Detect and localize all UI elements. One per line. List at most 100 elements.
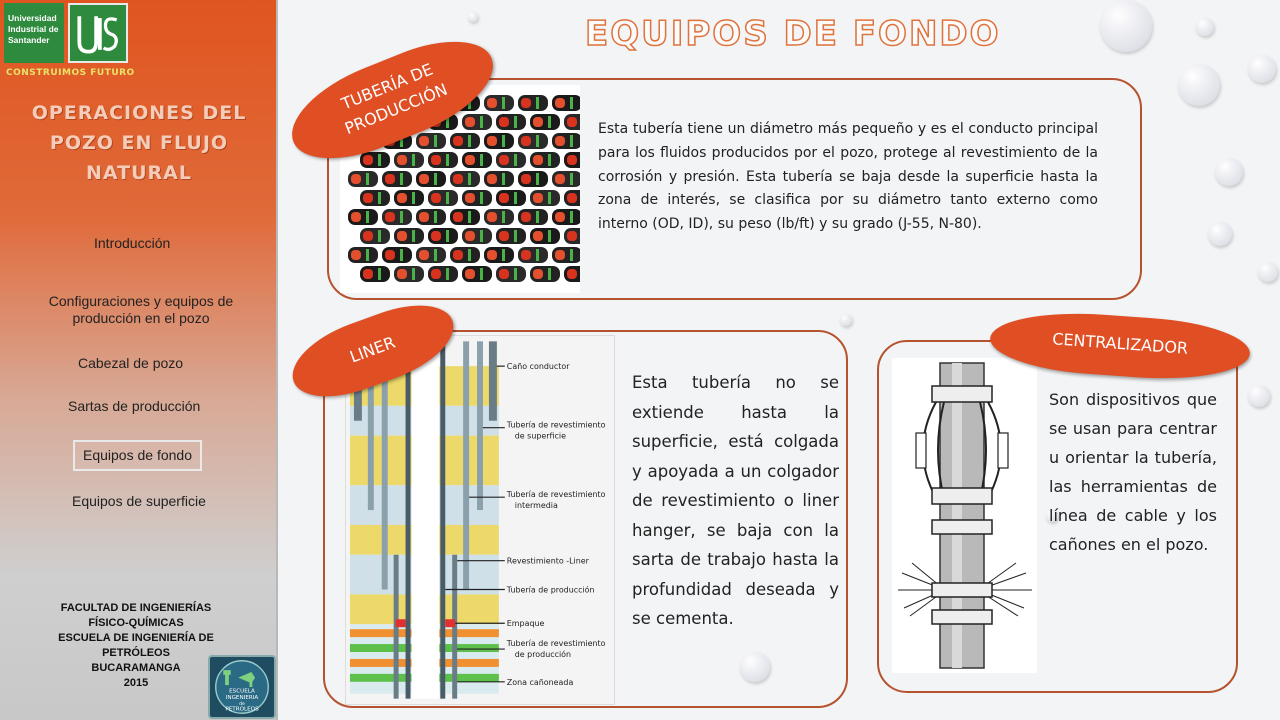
water-drop-decoration <box>1258 262 1278 282</box>
nav-sartas-de-produccion[interactable]: Sartas de producción <box>68 398 201 414</box>
water-drop-decoration <box>1046 510 1058 522</box>
school-logo-text: PETROLEOS <box>225 706 259 712</box>
production-tubing-image <box>340 85 580 293</box>
pipe-stripe-graphic <box>366 173 369 185</box>
pipe-coupling-graphic <box>487 136 497 146</box>
pipe-stripe-graphic <box>480 192 483 204</box>
pipe-stripe-graphic <box>480 268 483 280</box>
centralizer-image <box>892 358 1037 673</box>
pipe-coupling-graphic <box>453 136 463 146</box>
pipe-stripe-graphic <box>514 154 517 166</box>
faculty-line: FÍSICO-QUÍMICAS <box>88 617 184 629</box>
liner-description: Esta tubería no se extiende hasta la sup… <box>632 373 839 628</box>
pipe-coupling-graphic <box>363 231 373 241</box>
pipe-stripe-graphic <box>446 268 449 280</box>
pipe-coupling-graphic <box>385 174 395 184</box>
diagram-label: Revestimiento -Liner <box>507 557 590 566</box>
pipe-stripe-graphic <box>400 135 403 147</box>
school-logo: ESCUELA INGENIERIA de PETROLEOS <box>208 655 276 719</box>
pipe-coupling-graphic <box>487 250 497 260</box>
centralizer-description: Son dispositivos que se usan para centra… <box>1049 390 1217 554</box>
page-title: EQUIPOS DE FONDO <box>584 13 1001 55</box>
pipe-coupling-graphic <box>431 231 441 241</box>
production-tubing-description: Esta tubería tiene un diámetro más peque… <box>598 121 1098 233</box>
faculty-line: PETRÓLEOS <box>102 647 170 659</box>
pipe-coupling-graphic <box>521 98 531 108</box>
pipe-coupling-graphic <box>397 193 407 203</box>
pipe-coupling-graphic <box>533 117 543 127</box>
pipe-coupling-graphic <box>385 250 395 260</box>
pipe-coupling-graphic <box>385 212 395 222</box>
pipe-stripe-graphic <box>400 211 403 223</box>
pipe-stripe-graphic <box>514 116 517 128</box>
pipe-coupling-graphic <box>521 212 531 222</box>
pipe-coupling-graphic <box>431 193 441 203</box>
faculty-line: BUCARAMANGA <box>91 662 181 674</box>
pipe-coupling-graphic <box>487 98 497 108</box>
pipe-stripe-graphic <box>480 116 483 128</box>
school-logo-text: ESCUELA <box>229 689 255 695</box>
pipe-stripe-graphic <box>536 135 539 147</box>
uis-logo <box>68 3 128 63</box>
production-tubing-card <box>327 78 1142 300</box>
pipe-coupling-graphic <box>521 136 531 146</box>
nav-equipos-de-superficie[interactable]: Equipos de superficie <box>72 493 206 509</box>
section-title-line: OPERACIONES DEL <box>31 102 247 124</box>
pipe-stripe-graphic <box>548 268 551 280</box>
pipe-stripe-graphic <box>502 97 505 109</box>
nav-equipos-de-fondo[interactable]: Equipos de fondo <box>73 440 202 471</box>
pipe-coupling-graphic <box>351 212 361 222</box>
water-drop-decoration <box>1248 385 1270 407</box>
pipe-coupling-graphic <box>419 250 429 260</box>
pipe-stripe-graphic <box>468 173 471 185</box>
water-drop-decoration <box>1196 18 1214 36</box>
pipe-coupling-graphic <box>419 136 429 146</box>
pipe-coupling-graphic <box>533 269 543 279</box>
pipe-stripe-graphic <box>536 249 539 261</box>
diagram-label: Empaque <box>507 619 545 628</box>
pipe-stripe-graphic <box>570 97 573 109</box>
water-drop-decoration <box>1215 158 1243 186</box>
section-title-line: POZO EN FLUJO <box>49 132 229 154</box>
pipe-stripe-graphic <box>536 97 539 109</box>
pipe-coupling-graphic <box>567 231 577 241</box>
pipe-stripe-graphic <box>378 154 381 166</box>
pipe-coupling-graphic <box>555 250 565 260</box>
pipe-coupling-graphic <box>431 269 441 279</box>
pipe-coupling-graphic <box>555 136 565 146</box>
school-logo-text: de <box>239 701 245 707</box>
pipe-coupling-graphic <box>465 117 475 127</box>
nav-cabezal-de-pozo[interactable]: Cabezal de pozo <box>78 355 184 371</box>
pipe-coupling-graphic <box>419 212 429 222</box>
section-title: OPERACIONES DEL POZO EN FLUJO NATURAL <box>10 98 268 188</box>
pipe-stripe-graphic <box>548 230 551 242</box>
nav-configuraciones[interactable]: Configuraciones y equipos de producción … <box>48 293 234 326</box>
pipe-coupling-graphic <box>567 117 577 127</box>
pipe-coupling-graphic <box>453 212 463 222</box>
pipe-coupling-graphic <box>521 250 531 260</box>
pipe-coupling-graphic <box>555 212 565 222</box>
pipe-coupling-graphic <box>533 155 543 165</box>
pipe-stripe-graphic <box>366 249 369 261</box>
pipe-coupling-graphic <box>351 250 361 260</box>
diagram-label: Tubería de revestimiento <box>506 490 606 499</box>
pipe-coupling-graphic <box>533 231 543 241</box>
pipe-stripe-graphic <box>366 211 369 223</box>
school-logo-text: INGENIERIA <box>226 695 259 701</box>
university-name: Universidad Industrial de Santander <box>8 13 59 45</box>
pipe-stripe-graphic <box>514 268 517 280</box>
pipe-stripe-graphic <box>468 135 471 147</box>
pipe-stripe-graphic <box>446 154 449 166</box>
pipe-coupling-graphic <box>465 269 475 279</box>
pipe-coupling-graphic <box>521 174 531 184</box>
pipe-coupling-graphic <box>363 193 373 203</box>
pipe-stripe-graphic <box>446 192 449 204</box>
pipe-coupling-graphic <box>567 193 577 203</box>
faculty-line: FACULTAD DE INGENIERÍAS <box>60 602 212 614</box>
pipe-coupling-graphic <box>487 174 497 184</box>
pipe-stripe-graphic <box>400 173 403 185</box>
nav-introduccion[interactable]: Introducción <box>94 235 171 251</box>
pipe-coupling-graphic <box>419 174 429 184</box>
water-drop-decoration <box>1208 222 1232 246</box>
water-drop-decoration <box>468 12 478 22</box>
